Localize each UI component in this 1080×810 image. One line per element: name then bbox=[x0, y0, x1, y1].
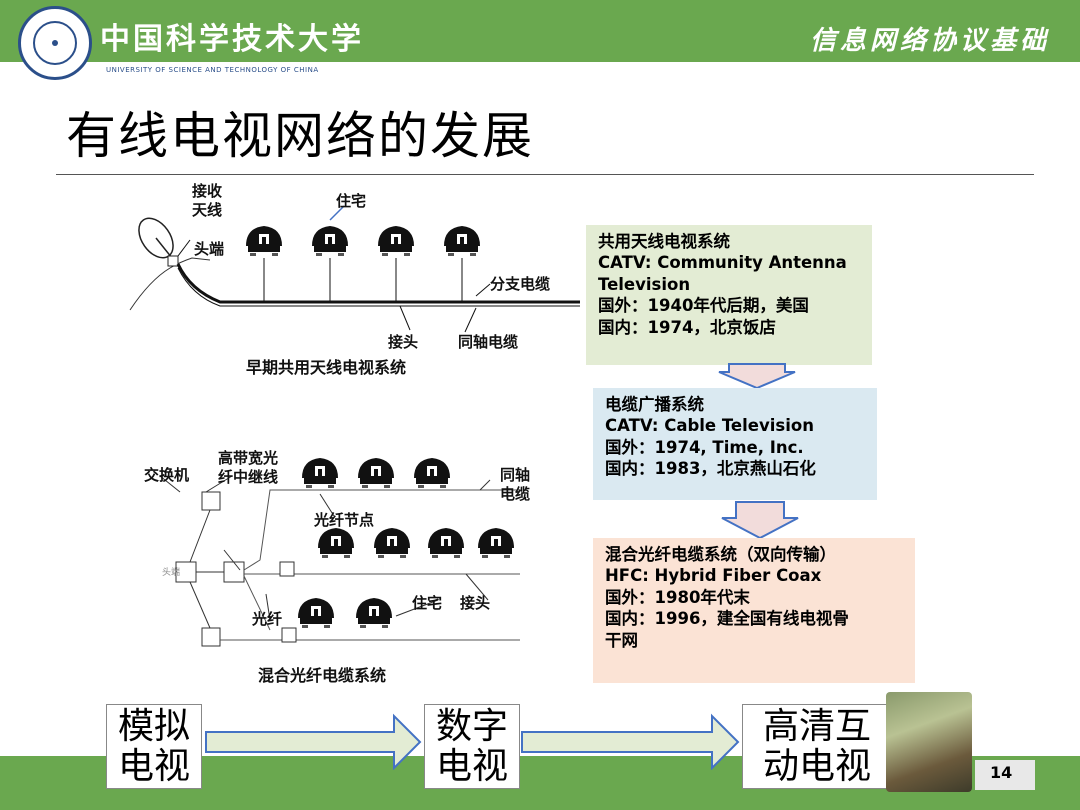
hfc-line-5: 干网 bbox=[605, 630, 638, 650]
label-headend-bottom: 头端 bbox=[162, 568, 181, 578]
cable-line-3: 国外：1974, Time, Inc. bbox=[605, 437, 804, 457]
down-arrow-1 bbox=[718, 363, 796, 390]
hfc-box: 混合光纤电缆系统（双向传输） HFC: Hybrid Fiber Coax 国外… bbox=[593, 538, 915, 683]
label-connector-top: 接头 bbox=[388, 333, 419, 351]
slide-title: 有线电视网络的发展 bbox=[66, 107, 534, 165]
label-receiving-antenna: 接收 天线 bbox=[192, 182, 223, 219]
header-bar bbox=[0, 0, 1080, 62]
hfc-line-3: 国外：1980年代末 bbox=[605, 587, 750, 607]
hfc-line-2: HFC: Hybrid Fiber Coax bbox=[605, 566, 822, 586]
university-name-cn: 中国科学技术大学 bbox=[100, 22, 364, 57]
caption-hfc: 混合光纤电缆系统 bbox=[258, 666, 387, 685]
page-number: 14 bbox=[990, 763, 1013, 782]
catv-line-5: 国内：1974，北京饭店 bbox=[598, 317, 776, 337]
catv-line-3: Television bbox=[598, 274, 691, 294]
evolution-digital-tv: 数字 电视 bbox=[424, 704, 520, 790]
catv-cable-box: 电缆广播系统 CATV: Cable Television 国外：1974, T… bbox=[593, 388, 877, 500]
logo-center bbox=[52, 40, 58, 46]
cable-line-2: CATV: Cable Television bbox=[605, 416, 814, 436]
title-divider bbox=[56, 174, 1034, 175]
header-strip bbox=[0, 62, 1080, 74]
cable-tv-diagrams bbox=[129, 205, 580, 647]
catv-line-4: 国外：1940年代后期，美国 bbox=[598, 296, 809, 316]
catv-community-box: 共用天线电视系统 CATV: Community Antenna Televis… bbox=[586, 225, 872, 365]
catv-line-1: 共用天线电视系统 bbox=[598, 232, 730, 251]
label-switch: 交换机 bbox=[144, 466, 190, 484]
label-fiber: 光纤 bbox=[252, 610, 283, 628]
catv-line-2: CATV: Community Antenna bbox=[598, 253, 847, 273]
evolution-analog-tv: 模拟 电视 bbox=[106, 704, 202, 790]
label-branch-cable: 分支电缆 bbox=[490, 275, 551, 293]
university-logo-icon bbox=[18, 6, 92, 80]
university-name-en: UNIVERSITY OF SCIENCE AND TECHNOLOGY OF … bbox=[106, 66, 319, 74]
label-residence-bottom: 住宅 bbox=[412, 594, 443, 612]
right-arrow-2 bbox=[521, 713, 740, 770]
right-arrow-1 bbox=[205, 713, 422, 770]
label-coax-bottom: 同轴 电缆 bbox=[500, 466, 531, 503]
label-connector-bottom: 接头 bbox=[460, 594, 491, 612]
course-title: 信息网络协议基础 bbox=[809, 26, 1050, 56]
evolution-hd-interactive-tv: 高清互 动电视 bbox=[742, 704, 892, 790]
cable-line-4: 国内：1983，北京燕山石化 bbox=[605, 459, 816, 479]
statue-photo bbox=[886, 692, 972, 792]
logo-ring bbox=[33, 21, 77, 65]
label-residence-top: 住宅 bbox=[336, 192, 367, 210]
label-fiber-node: 光纤节点 bbox=[314, 511, 375, 529]
caption-early-catv: 早期共用天线电视系统 bbox=[246, 358, 407, 377]
page-number-box bbox=[975, 760, 1035, 790]
hfc-line-4: 国内：1996，建全国有线电视骨 bbox=[605, 609, 849, 629]
early-catv-diagram bbox=[129, 205, 580, 333]
label-fiber-trunk: 高带宽光 纤中继线 bbox=[218, 449, 279, 486]
label-coax-top: 同轴电缆 bbox=[458, 333, 519, 351]
cable-line-1: 电缆广播系统 bbox=[605, 395, 704, 414]
hfc-line-1: 混合光纤电缆系统（双向传输） bbox=[605, 545, 836, 564]
hfc-diagram bbox=[159, 458, 520, 647]
down-arrow-2 bbox=[721, 501, 799, 540]
label-headend-top: 头端 bbox=[194, 240, 225, 258]
